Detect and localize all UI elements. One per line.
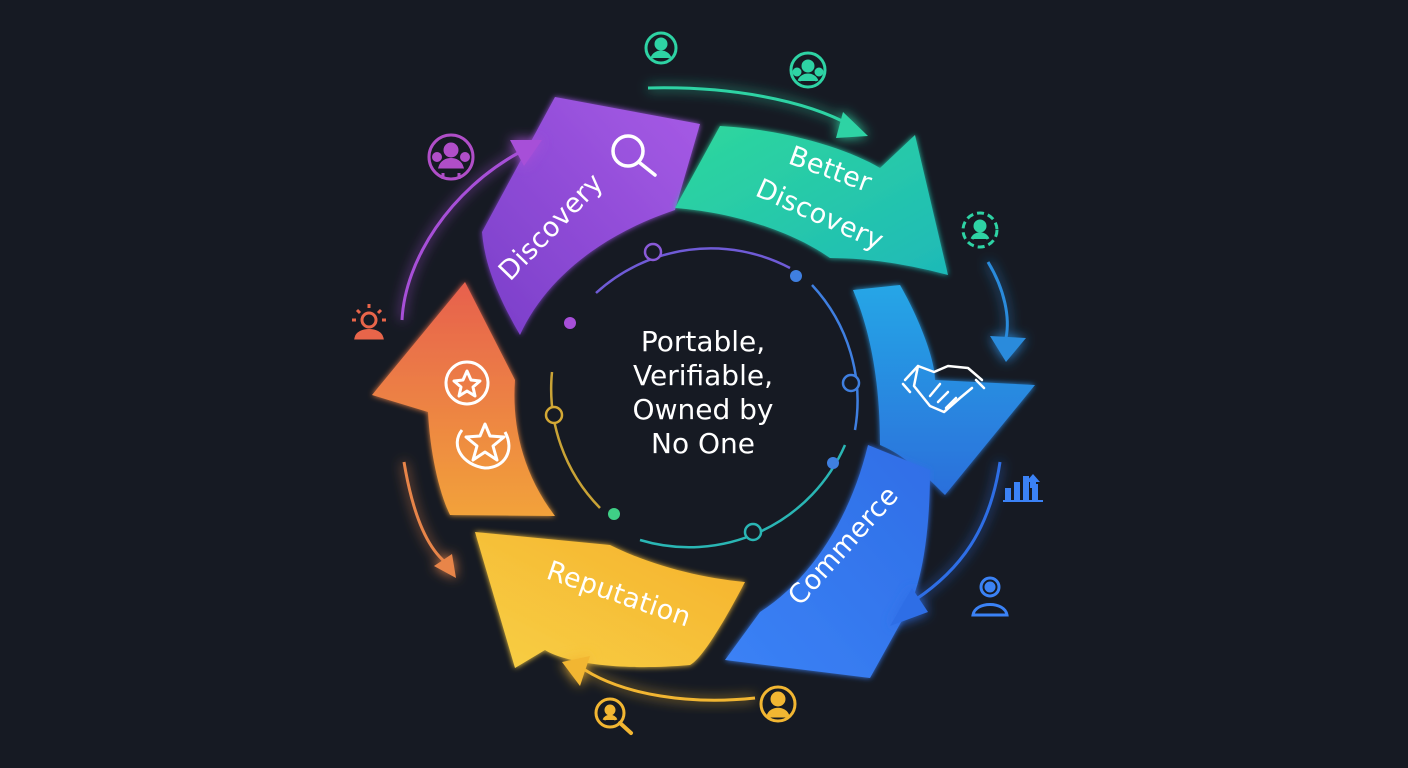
inner-ring-nodes xyxy=(544,242,861,542)
outer-arrow-sky xyxy=(986,261,1026,362)
segment-commerce xyxy=(725,445,930,678)
magnifier-icon xyxy=(611,134,657,177)
center-line-1: Portable, xyxy=(641,325,765,358)
user-badge-icon xyxy=(971,576,1009,617)
user-group-icon xyxy=(789,51,827,89)
star-badge-icon xyxy=(444,360,511,470)
segment-better-discovery xyxy=(675,126,948,275)
idea-user-icon xyxy=(352,304,386,340)
center-line-3: Owned by xyxy=(633,393,774,426)
outer-arrow-purple xyxy=(400,140,542,321)
outer-arrow-teal xyxy=(647,86,868,138)
search-user-icon xyxy=(594,697,633,735)
user-circle-icon xyxy=(759,685,797,723)
center-line-4: No One xyxy=(651,427,755,460)
segment-reviews xyxy=(372,282,555,516)
segment-discovery xyxy=(482,97,700,335)
user-group-icon xyxy=(427,133,475,181)
bar-chart-icon xyxy=(1003,474,1043,502)
handshake-icon xyxy=(901,364,986,414)
segment-reputation xyxy=(475,532,745,668)
outer-arrow-blue xyxy=(890,461,1002,626)
outer-arrow-yellow xyxy=(562,656,756,702)
network-user-icon xyxy=(961,211,999,249)
user-circle-icon xyxy=(644,31,678,65)
center-line-2: Verifiable, xyxy=(633,359,773,392)
segment-trust xyxy=(853,285,1035,495)
outer-arrow-orange xyxy=(402,461,456,578)
